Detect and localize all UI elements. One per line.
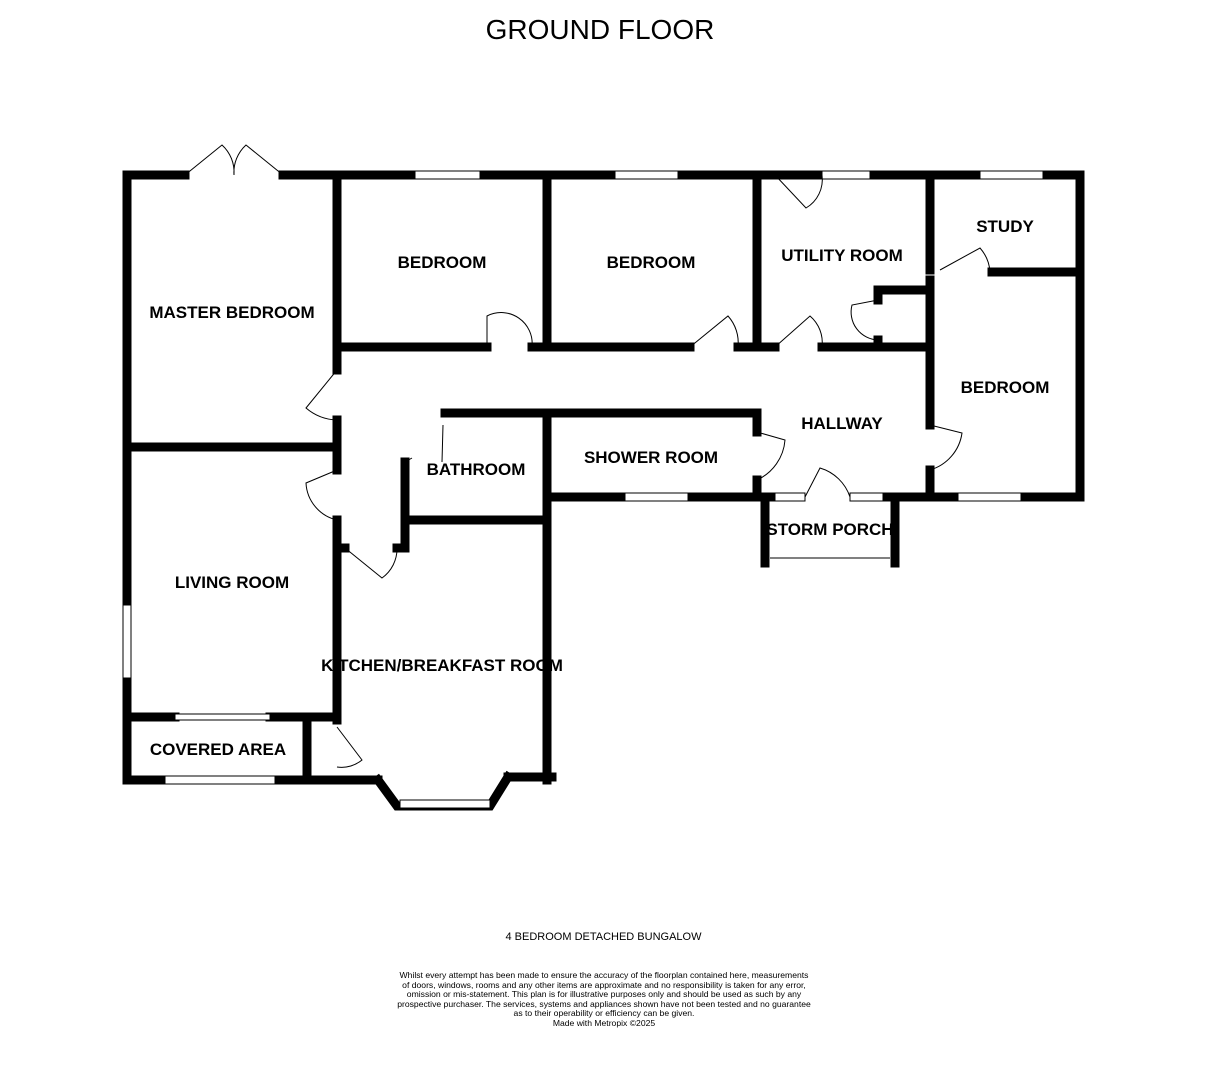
room-bedroom-1: BEDROOM [398,253,487,272]
disclaimer-line: omission or mis-statement. This plan is … [406,989,802,1000]
door [404,424,444,463]
window [164,775,276,785]
door [804,467,851,498]
door [756,431,786,481]
room-bedroom-3: BEDROOM [961,378,1050,397]
door [774,174,823,209]
door [774,315,823,348]
window [174,713,271,721]
room-bathroom: BATHROOM [427,460,526,479]
door [184,144,235,176]
room-living: LIVING ROOM [175,573,289,592]
disclaimer-line: as to their operability or efficiency ca… [513,1008,695,1019]
door [233,144,284,176]
room-shower: SHOWER ROOM [584,448,718,467]
window [979,170,1044,180]
window [624,492,689,502]
credit: Made with Metropix ©2025 [552,1017,656,1028]
doors [184,144,991,768]
disclaimer-line: Whilst every attempt has been made to en… [399,970,809,980]
plan-title: GROUND FLOOR [485,14,715,45]
door [344,547,398,579]
room-master-bedroom: MASTER BEDROOM [149,303,314,322]
window [614,170,679,180]
walls [122,170,1085,811]
door [336,726,363,768]
door [689,315,739,348]
property-description: 4 BEDROOM DETACHED BUNGALOW [505,931,702,943]
room-hallway: HALLWAY [801,414,883,433]
door [939,247,991,273]
window [821,170,871,180]
room-study: STUDY [976,217,1034,236]
window [399,799,491,809]
door [305,369,338,421]
window [849,492,884,502]
room-covered-area: COVERED AREA [150,740,286,759]
door [929,424,963,471]
door [486,312,533,348]
window [774,492,806,502]
room-storm-porch: STORM PORCH [766,520,893,539]
room-bedroom-2: BEDROOM [607,253,696,272]
windows [122,170,1044,809]
window [122,604,132,679]
room-utility: UTILITY ROOM [781,246,903,265]
room-kitchen: KITCHEN/BREAKFAST ROOM [321,656,563,675]
disclaimer: Whilst every attempt has been made to en… [390,970,818,1029]
window [957,492,1022,502]
disclaimer-line: prospective purchaser. The services, sys… [397,998,811,1009]
door [305,469,338,521]
door [850,299,879,341]
disclaimer-line: of doors, windows, rooms and any other i… [402,979,806,990]
window [414,170,481,180]
